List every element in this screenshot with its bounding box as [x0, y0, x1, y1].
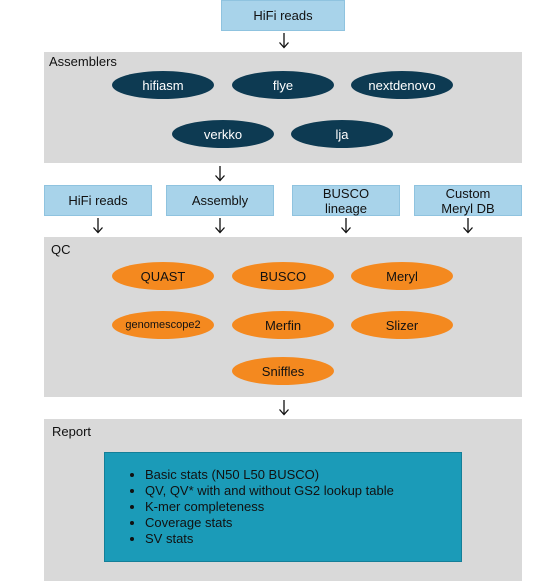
- arrow-down-icon: [463, 218, 473, 234]
- arrow-down-icon: [215, 166, 225, 182]
- arrow-down-icon: [93, 218, 103, 234]
- qc-merfin: Merfin: [232, 311, 334, 339]
- assembler-nextdenovo: nextdenovo: [351, 71, 453, 99]
- assembler-verkko: verkko: [172, 120, 274, 148]
- report-item: Basic stats (N50 L50 BUSCO): [145, 467, 461, 483]
- assembler-hifiasm: hifiasm: [112, 71, 214, 99]
- report-list: Basic stats (N50 L50 BUSCO) QV, QV* with…: [131, 467, 461, 547]
- arrow-down-icon: [341, 218, 351, 234]
- hifi-reads-input-top: HiFi reads: [221, 0, 345, 31]
- qc-title: QC: [51, 242, 71, 257]
- report-summary-box: Basic stats (N50 L50 BUSCO) QV, QV* with…: [104, 452, 462, 562]
- busco-lineage-input: BUSCO lineage: [292, 185, 400, 216]
- assembler-lja: lja: [291, 120, 393, 148]
- report-item: QV, QV* with and without GS2 lookup tabl…: [145, 483, 461, 499]
- assemblers-title: Assemblers: [49, 54, 117, 69]
- assembly-input: Assembly: [166, 185, 274, 216]
- report-title: Report: [52, 424, 92, 439]
- qc-slizer: Slizer: [351, 311, 453, 339]
- hifi-reads-label: HiFi reads: [253, 8, 313, 23]
- custom-meryl-db-input: Custom Meryl DB: [414, 185, 522, 216]
- hifi-reads-input: HiFi reads: [44, 185, 152, 216]
- assemblers-panel: [44, 52, 522, 163]
- report-item: K-mer completeness: [145, 499, 461, 515]
- qc-genomescope2: genomescope2: [112, 311, 214, 339]
- qc-sniffles: Sniffles: [232, 357, 334, 385]
- qc-meryl: Meryl: [351, 262, 453, 290]
- assembler-flye: flye: [232, 71, 334, 99]
- arrow-down-icon: [279, 400, 289, 416]
- qc-quast: QUAST: [112, 262, 214, 290]
- arrow-down-icon: [215, 218, 225, 234]
- arrow-down-icon: [279, 33, 289, 49]
- report-item: Coverage stats: [145, 515, 461, 531]
- report-item: SV stats: [145, 531, 461, 547]
- qc-busco: BUSCO: [232, 262, 334, 290]
